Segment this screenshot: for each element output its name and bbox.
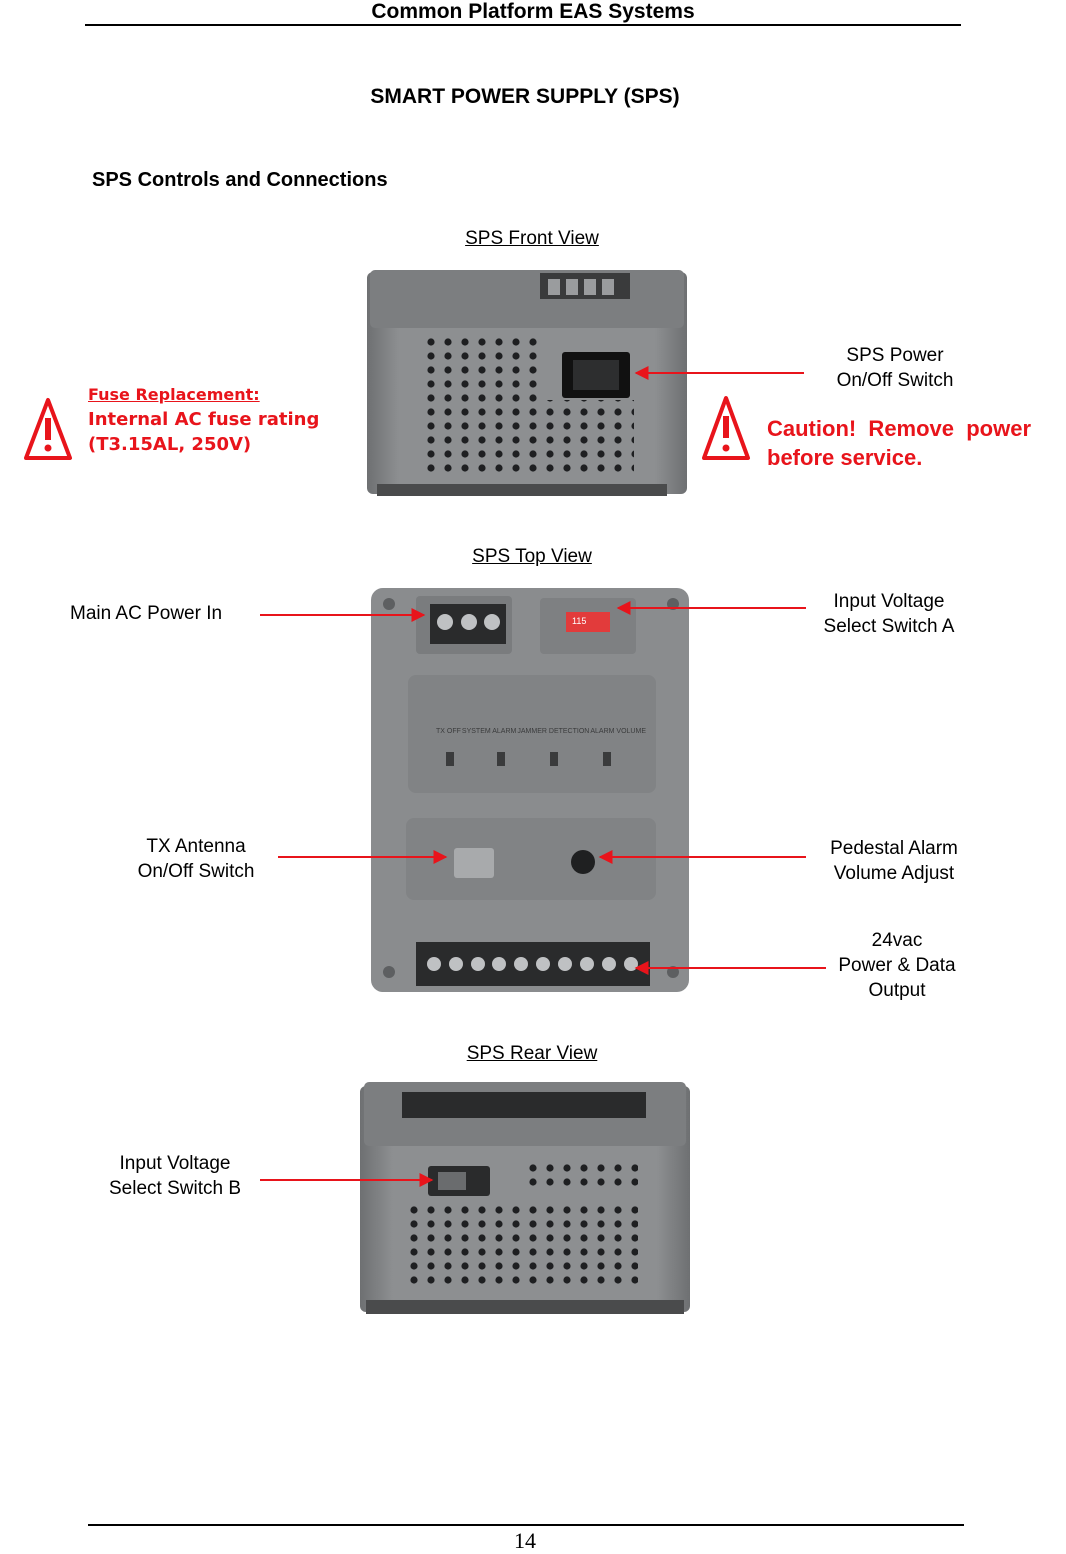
label-input-voltage-a: Input Voltage Select Switch A — [800, 589, 978, 639]
caution-text: Caution! Remove power before service. — [767, 414, 1066, 472]
page-number: 14 — [0, 1528, 1050, 1554]
label-input-voltage-b: Input Voltage Select Switch B — [92, 1151, 258, 1201]
footer-rule — [88, 1524, 964, 1526]
label-main-ac-power-in: Main AC Power In — [70, 601, 222, 626]
rear-view-title: SPS Rear View — [440, 1043, 624, 1065]
fuse-rating-line2: (T3.15AL, 250V) — [88, 432, 251, 458]
fuse-rating-line1: Internal AC fuse rating — [88, 407, 319, 433]
panel-labels: TX OFF SYSTEM ALARM JAMMER DETECTION ALA… — [436, 728, 646, 735]
label-sps-power-switch: SPS Power On/Off Switch — [810, 343, 980, 393]
label-24vac-output: 24vac Power & Data Output — [820, 928, 974, 1003]
sps-front-device — [367, 270, 687, 496]
front-power-switch — [562, 352, 630, 398]
top-view-title: SPS Top View — [440, 546, 624, 568]
fuse-heading: Fuse Replacement: — [88, 385, 260, 404]
label-tx-antenna-switch: TX Antenna On/Off Switch — [116, 834, 276, 884]
warning-icon — [26, 400, 70, 458]
label-pedestal-alarm-volume: Pedestal Alarm Volume Adjust — [810, 836, 978, 886]
voltage-switch-marking: 115 — [572, 616, 586, 626]
warning-icon — [704, 398, 748, 458]
sps-rear-device — [360, 1082, 690, 1314]
sps-top-device — [371, 588, 689, 992]
